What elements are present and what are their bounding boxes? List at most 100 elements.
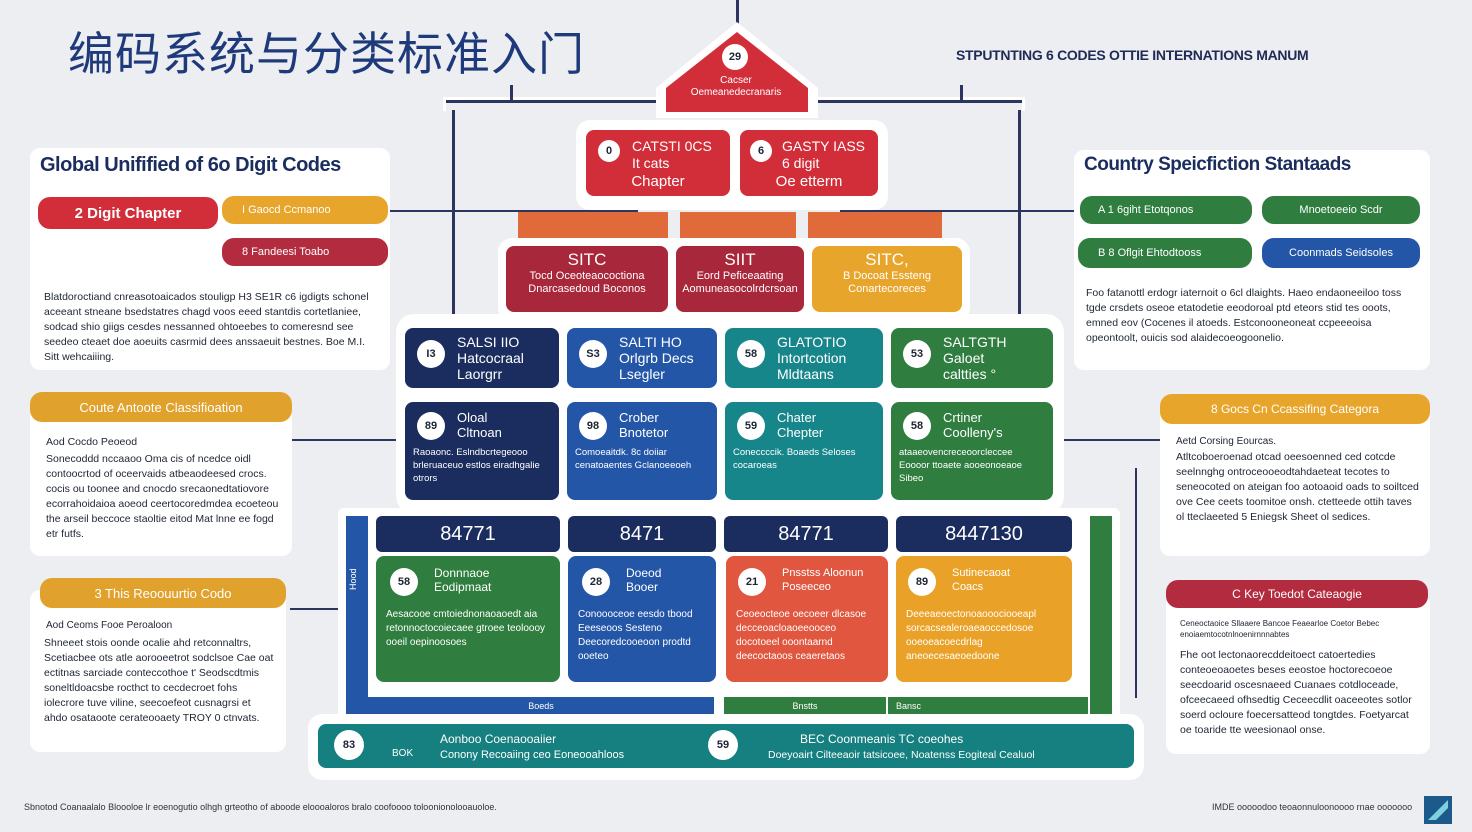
connector-line [840, 210, 1085, 212]
digit-chapter-pill[interactable]: 2 Digit Chapter [38, 197, 218, 229]
left-panel-1-title: Global Unifified of 6o Digit Codes [40, 154, 341, 176]
row1-card-2-number: S3 [579, 340, 607, 368]
row1-card-3-line1: GLATOTIO [777, 334, 847, 350]
row1-card-3-number: 58 [737, 340, 765, 368]
left-pill-a[interactable]: I Gaocd Ccmanoo [222, 196, 388, 224]
row3-card-4-desc: Deeeaeoectonoaooociooeapl sorcacsealeroa… [906, 609, 1037, 662]
chapter-box-1-line3: Chapter [631, 173, 685, 190]
row2-card-3[interactable]: 59 Chater Chepter Coneccccik. Boaeds Sel… [725, 402, 883, 500]
chapter-box-2[interactable]: 6 GASTY IASS 6 digit Oe etterm [740, 130, 878, 196]
chapter-box-2-line2: 6 digit [782, 155, 820, 171]
chapter-box-1[interactable]: 0 CATSTI 0CS It cats Chapter [586, 130, 730, 196]
right-pill-c[interactable]: B 8 Oflgit Ehtodtooss [1078, 238, 1252, 268]
row2-card-4-line2: Coolleny's [943, 425, 1003, 440]
row1-card-1-line1: SALSI IIO [457, 334, 520, 350]
footer-right: IMDE ooooodoo teoaonnuloonoooo rnae oooo… [1212, 802, 1413, 812]
bottom-bar-sub-1: Conony Recoaiing ceo Eoneooahloos [440, 749, 625, 761]
connector-line [960, 85, 963, 103]
row1-card-2-line3: Lsegler [619, 366, 665, 382]
left-panel-3-text: Shneeet stois oonde ocalie ahd retconnal… [44, 637, 274, 724]
right-pill-d[interactable]: Coonmads Seidsoles [1262, 238, 1420, 268]
row3-card-2[interactable]: 28 Doeod Booer Conoooceoe eesdo tbood Ee… [568, 556, 716, 682]
roof-shape [656, 22, 818, 118]
connector-line [1135, 468, 1137, 698]
row1-card-3-line3: Mldtaans [777, 366, 834, 382]
roof-number: 29 [722, 44, 748, 70]
row2-card-1-line1: Oloal [457, 410, 488, 425]
row1-card-3[interactable]: 58 GLATOTIO Intortcotion Mldtaans [725, 328, 883, 388]
left-panel-2-sub: Aod Cocdo Peoeod [46, 436, 138, 448]
sitc-card-3[interactable]: SITC, B Docoat Essteng Conartecoreces [812, 246, 962, 312]
left-panel-2-text: Sonecoddd nccaaoo Oma cis of ncedce oidl… [46, 453, 279, 540]
right-panel-2 [1160, 404, 1430, 556]
right-pill-b[interactable]: Mnoetoeeio Scdr [1262, 196, 1420, 224]
row3-card-4[interactable]: 89 Sutinecaoat Coacs Deeeaeoectonoaoooci… [896, 556, 1072, 682]
right-panel-2-text: Atltcoboeroenad otcad oeesoenned ced cot… [1176, 451, 1419, 523]
right-pill-a[interactable]: A 1 6giht Etotqonos [1080, 196, 1252, 224]
row1-card-2-line2: Orlgrb Decs [619, 350, 694, 366]
row1-card-2[interactable]: S3 SALTI HO Orlgrb Decs Lsegler [567, 328, 717, 388]
code-band-1: 84771 [376, 516, 560, 552]
row2-card-2-number: 98 [579, 412, 607, 440]
bottom-bar-number-2: 59 [708, 730, 738, 760]
row2-card-3-line1: Chater [777, 410, 817, 425]
row3-card-3[interactable]: 21 Pnsstss Aloonun Poseeceo Ceoeocteoe o… [726, 556, 888, 682]
roof-line1: Cacser [720, 75, 752, 86]
bottom-bar-text-1: BOK [392, 748, 414, 759]
row1-card-4-line2: Galoet [943, 350, 985, 366]
row2-card-2[interactable]: 98 Crober Bnotetor Comoeaitdk. 8c doiiar… [567, 402, 717, 500]
logo-icon [1424, 796, 1452, 824]
sitc-card-2-title: SIIT [724, 250, 756, 269]
right-panel-3 [1166, 594, 1430, 754]
row2-card-1-line2: Cltnoan [457, 425, 502, 440]
row2-card-4[interactable]: 58 Crtiner Coolleny's ataaeovencreceoorc… [891, 402, 1053, 500]
page-subtitle: STPUTNTING 6 CODES OTTIE INTERNATIONS MA… [956, 47, 1309, 63]
row3-card-2-desc: Conoooceoe eesdo tbood Eeeseoos Sesteno … [578, 609, 693, 662]
sitc-card-2-line1: Eord Peficeaating [696, 270, 784, 282]
left-panel-3-sub: Aod Ceoms Fooe Peroaloon [46, 620, 173, 631]
row1-card-2-line1: SALTI HO [619, 334, 682, 350]
row2-card-2-line1: Crober [619, 410, 659, 425]
connector-line [290, 439, 400, 441]
sitc-card-3-line2: Conartecoreces [848, 283, 926, 295]
left-pill-b[interactable]: 8 Fandeesi Toabo [222, 238, 388, 266]
right-panel-1-text: Foo fatanottl erdogr iaternoit o 6cl dla… [1086, 287, 1402, 344]
sitc-card-1-line2: Dnarcasedoud Boconos [528, 283, 646, 295]
row3-card-4-line1: Sutinecaoat [952, 567, 1011, 579]
sitc-card-1[interactable]: SITC Tocd Oceoteaococtiona Dnarcasedoud … [506, 246, 668, 312]
row1-card-4-line3: caltties ° [943, 366, 997, 382]
bottom-strip-green-1: Bnstts [724, 697, 886, 715]
row3-card-1[interactable]: 58 Donnnaoe Eodipmaat Aesacooe cmtoiedno… [376, 556, 560, 682]
row3-card-1-line1: Donnnaoe [434, 566, 490, 580]
right-panel-3-header: C Key Toedot Cateaogie [1166, 580, 1428, 608]
bottom-bar-title-2: BEC Coonmeanis TC coeohes [800, 732, 964, 746]
orange-strip [680, 212, 796, 240]
chapter-box-2-line1: GASTY IASS [782, 138, 865, 154]
bottom-bar-sub-2: Doeyoairt Cilteeaoir tatsicoee, Noatenss… [768, 749, 1035, 761]
row2-card-1[interactable]: 89 Oloal Cltnoan Raoaonc. Eslndbcrtegeoo… [405, 402, 559, 500]
lower-frame [346, 516, 1112, 720]
code-band-2: 8471 [568, 516, 716, 552]
left-panel-1-text: Blatdoroctiand cnreasotoaicados stouligp… [44, 291, 369, 363]
row2-card-3-desc: Coneccccik. Boaeds Seloses cocaroeas [733, 447, 856, 471]
right-panel-2-header: 8 Gocs Cn Ccassifing Categora [1160, 394, 1430, 424]
row1-card-4[interactable]: 53 SALTGTH Galoet caltties ° [891, 328, 1053, 388]
chapter-box-1-line1: CATSTI 0CS [632, 138, 712, 154]
row1-card-1-line3: Laorgrr [457, 366, 503, 382]
row3-card-1-line2: Eodipmaat [434, 580, 492, 594]
chapter-box-2-line3: Oe etterm [775, 173, 843, 190]
row3-card-3-number: 21 [738, 568, 766, 596]
row2-card-2-desc: Comoeaitdk. 8c doiiar cenatoaentes Gclan… [575, 447, 692, 471]
row2-card-4-number: 58 [903, 412, 931, 440]
bottom-bar-number-1: 83 [334, 730, 364, 760]
left-panel-2-header: Coute Antoote Classifioation [30, 392, 292, 422]
row3-card-2-number: 28 [582, 568, 610, 596]
sitc-card-1-line1: Tocd Oceoteaococtiona [529, 270, 645, 282]
row1-card-1[interactable]: I3 SALSI IIO Hatcocraal Laorgrr [405, 328, 559, 388]
sitc-card-2[interactable]: SIIT Eord Peficeaating Aomuneasocolrdcrs… [676, 246, 804, 312]
code-band-3: 84771 [724, 516, 888, 552]
row2-card-3-line2: Chepter [777, 425, 824, 440]
orange-strip [808, 212, 942, 240]
row2-card-1-desc: Raoaonc. Eslndbcrtegeooo brleruaceuo est… [413, 447, 540, 484]
bottom-bar-title-1: Aonboo Coenaooaiier [440, 732, 557, 746]
